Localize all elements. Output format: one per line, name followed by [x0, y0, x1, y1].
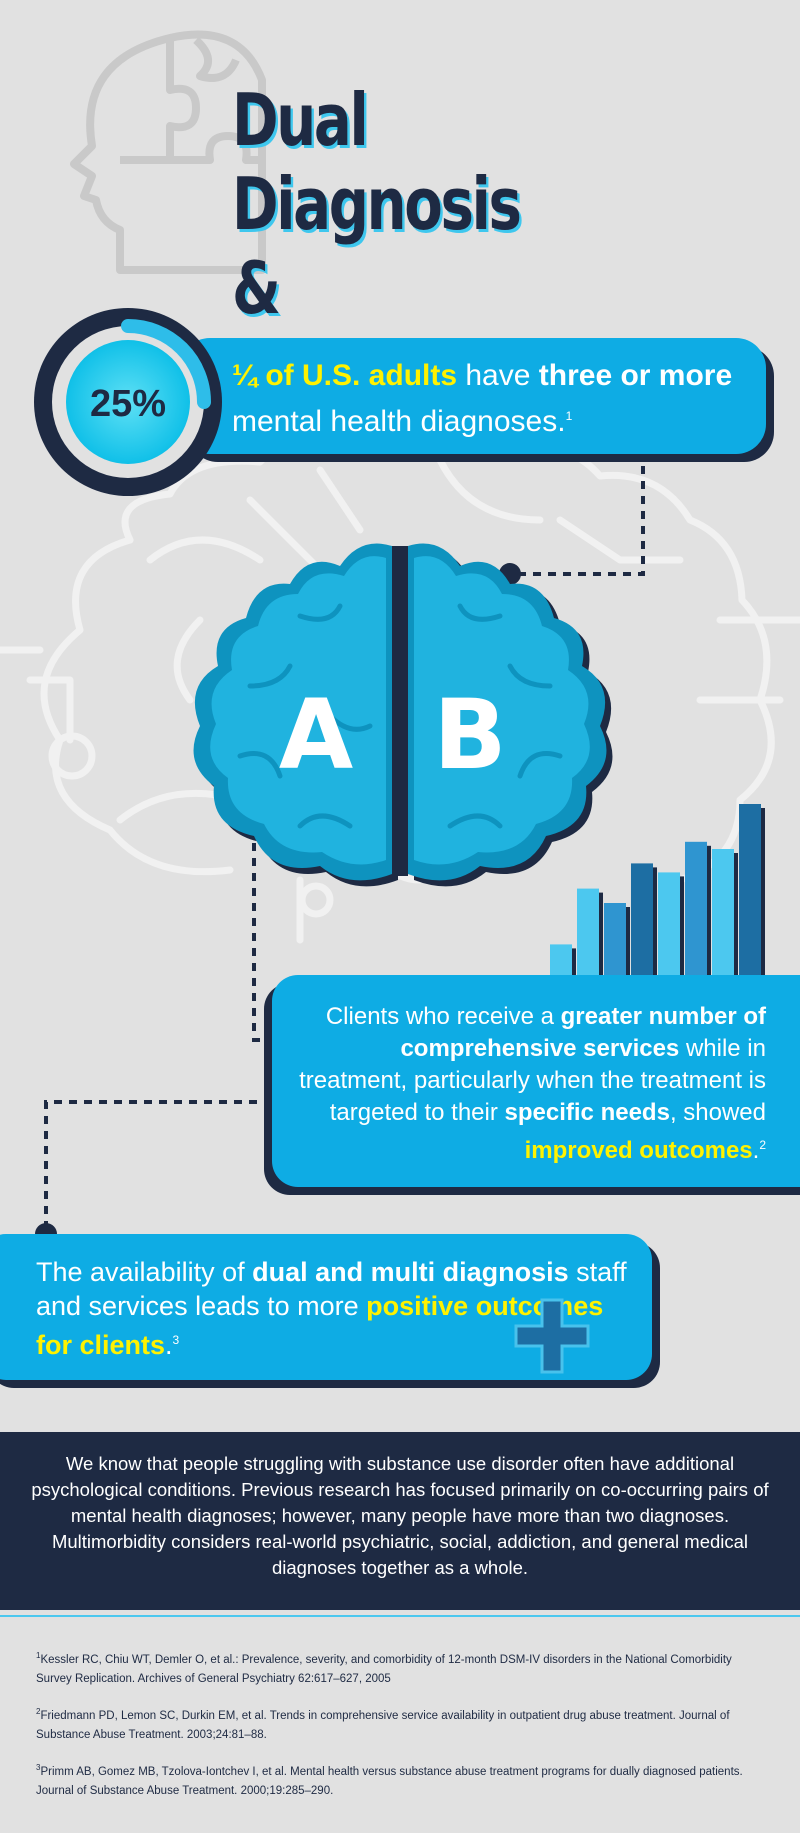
availability-highlight: positive outcomes for clients [36, 1291, 604, 1360]
plus-icon [514, 1298, 590, 1374]
stat-ref: 1 [565, 409, 573, 423]
ring-progress-arc [45, 319, 211, 485]
brain-right-hemisphere [408, 543, 613, 887]
bar-chart-graphic [550, 804, 765, 984]
availability-card-text: The availability of dual and multi diagn… [36, 1257, 627, 1360]
head-puzzle-icon [70, 30, 266, 274]
summary-divider [0, 1615, 800, 1617]
services-card [272, 975, 800, 1187]
connector-stat-to-brain [510, 466, 645, 576]
bar [631, 863, 653, 984]
percent-value: 25% [90, 383, 166, 425]
services-card-text: Clients who receive a greater number of … [299, 1003, 766, 1164]
stat-bold: three or more [538, 359, 733, 392]
summary-band [0, 1432, 800, 1610]
ring-inner-fill [66, 340, 190, 464]
services-bold-2: specific needs [504, 1099, 670, 1126]
availability-ref: 3 [172, 1333, 180, 1347]
reference-3: 3Primm AB, Gomez MB, Tzolova-Iontchev I,… [36, 1763, 743, 1797]
stat-highlight: ¼ of U.S. adults [232, 359, 458, 392]
connector-brain-to-services [252, 828, 274, 1042]
bar [685, 841, 707, 984]
brain-left-hemisphere [193, 543, 398, 887]
bar [712, 849, 734, 984]
circuit-brain-outline [0, 428, 800, 944]
bar [604, 903, 626, 984]
bar [658, 872, 680, 984]
stat-banner-text: ¼ of U.S. adults have three or more ment… [232, 359, 733, 438]
bar [550, 944, 572, 984]
brain-divider [392, 546, 408, 876]
reference-2: 2Friedmann PD, Lemon SC, Durkin EM, et a… [36, 1707, 730, 1741]
services-ref: 2 [759, 1138, 766, 1152]
percent-ring: 25% [34, 308, 222, 496]
brain-illustration: A B [193, 543, 613, 887]
services-highlight: improved outcomes [524, 1137, 753, 1164]
brain-label-b: B [433, 679, 506, 791]
brain-label-a: A [279, 679, 353, 791]
title-line-1: Dual Diagnosis [232, 78, 522, 246]
availability-bold: dual and multi diagnosis [252, 1257, 569, 1287]
bar [577, 888, 599, 984]
stat-banner [180, 338, 766, 454]
services-bold-1: greater number of comprehensive services [400, 1003, 766, 1062]
connector-services-to-availability [44, 1100, 272, 1232]
summary-text: We know that people struggling with subs… [31, 1453, 769, 1578]
reference-1: 1Kessler RC, Chiu WT, Demler O, et al.: … [36, 1651, 732, 1685]
bar [739, 804, 761, 984]
